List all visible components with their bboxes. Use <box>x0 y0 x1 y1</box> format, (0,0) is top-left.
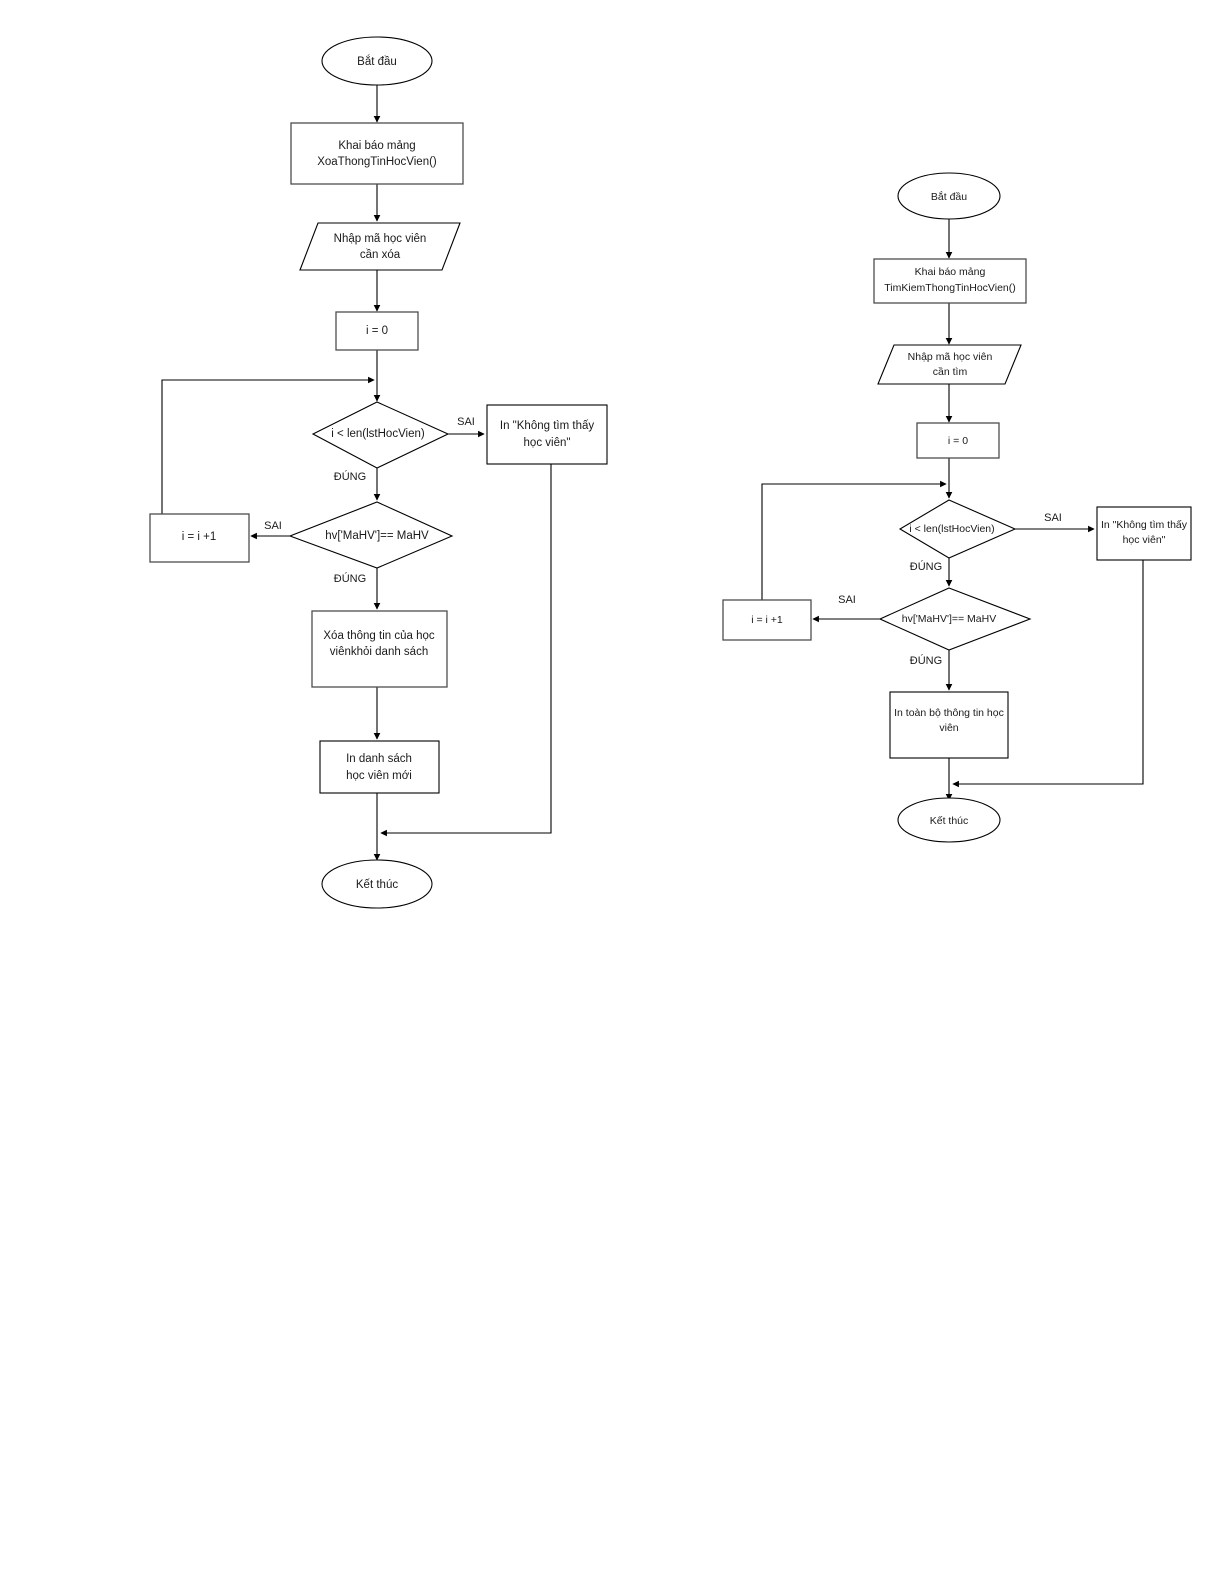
node-print-not-found[interactable]: In "Không tìm thấy học viên" <box>486 404 608 465</box>
node-print-not-found-r[interactable]: In "Không tìm thấy học viên" <box>1096 506 1192 561</box>
edge-notfound-to-merge-r <box>952 560 1144 788</box>
delete-label-line1: Xóa thông tin của học <box>323 630 434 642</box>
edge-label-match-true-r: ĐÚNG <box>910 654 942 667</box>
edge-label-loop-false: SAI <box>457 416 475 428</box>
node-increment-counter-r[interactable]: i = i +1 <box>722 599 812 641</box>
start-ellipse-shape-r <box>897 172 1001 220</box>
loop-condition-label: i < len(lstHocVien) <box>331 428 425 440</box>
node-init-counter-r[interactable]: i = 0 <box>916 422 1000 459</box>
declare-label-line1: Khai báo mảng <box>338 140 415 152</box>
node-start[interactable]: Bắt đầu <box>321 36 433 86</box>
node-loop-condition-r[interactable]: i < len(lstHocVien) <box>898 499 1017 559</box>
init-rect-shape <box>335 311 419 351</box>
start-label: Bắt đầu <box>357 55 397 68</box>
node-print-student-info-r[interactable]: In toàn bộ thông tin học viên <box>889 691 1009 759</box>
edge-label-loop-true: ĐÚNG <box>334 470 366 483</box>
declare-label-line1-r: Khai báo mảng <box>915 266 986 278</box>
input-label-line2-r: cần tìm <box>933 366 968 378</box>
loop-condition-diamond-shape-r <box>898 499 1017 559</box>
delete-rect-shape <box>311 610 448 688</box>
loop-condition-label-r: i < len(lstHocVien) <box>909 523 994 535</box>
edge-increment-to-loop-junction-r <box>761 480 947 604</box>
input-label-line1: Nhập mã học viên <box>334 233 427 245</box>
increment-rect-shape <box>149 513 250 563</box>
node-increment-counter[interactable]: i = i +1 <box>149 513 250 563</box>
increment-label: i = i +1 <box>182 531 217 543</box>
not-found-label-line2: học viên" <box>524 437 571 449</box>
input-label-line1-r: Nhập mã học viên <box>908 351 993 363</box>
init-label: i = 0 <box>366 325 388 337</box>
match-condition-diamond-shape <box>288 501 454 569</box>
print-list-label-line1: In danh sách <box>346 753 412 765</box>
not-found-label-line1-r: In "Không tìm thấy <box>1101 519 1188 531</box>
match-condition-diamond-shape-r <box>878 587 1032 651</box>
edge-label-loop-false-r: SAI <box>1044 512 1062 524</box>
print-info-label-line2-r: viên <box>939 722 958 734</box>
input-parallelogram-shape-r <box>877 344 1022 385</box>
match-condition-label-r: hv['MaHV']== MaHV <box>902 613 996 625</box>
node-init-counter[interactable]: i = 0 <box>335 311 419 351</box>
increment-label-r: i = i +1 <box>751 614 783 626</box>
init-rect-shape-r <box>916 422 1000 459</box>
edge-increment-to-loop-junction <box>161 376 375 514</box>
not-found-rect-shape-r <box>1096 506 1192 561</box>
start-ellipse-shape <box>321 36 433 86</box>
node-start-r[interactable]: Bắt đầu <box>897 172 1001 220</box>
edge-label-match-true: ĐÚNG <box>334 572 366 585</box>
not-found-rect-shape <box>486 404 608 465</box>
edge-notfound-to-merge <box>380 464 552 837</box>
declare-rect-shape <box>290 122 464 185</box>
edge-label-match-false: SAI <box>264 520 282 532</box>
declare-label-line2: XoaThongTinHocVien() <box>317 156 437 168</box>
node-loop-condition[interactable]: i < len(lstHocVien) <box>311 401 450 469</box>
end-label: Kết thúc <box>356 879 398 891</box>
init-label-r: i = 0 <box>948 435 968 447</box>
node-input-student-code-r[interactable]: Nhập mã học viên cần tìm <box>877 344 1022 385</box>
node-declare-array[interactable]: Khai báo mảng XoaThongTinHocVien() <box>290 122 464 185</box>
input-parallelogram-shape <box>299 222 461 271</box>
print-info-rect-shape-r <box>889 691 1009 759</box>
start-label-r: Bắt đầu <box>931 190 967 203</box>
print-list-label-line2: học viên mới <box>346 770 412 782</box>
not-found-label-line2-r: học viên" <box>1123 534 1166 546</box>
not-found-label-line1: In "Không tìm thấy <box>500 420 594 432</box>
node-match-condition[interactable]: hv['MaHV']== MaHV <box>288 501 454 569</box>
node-end[interactable]: Kết thúc <box>321 859 433 909</box>
loop-condition-diamond-shape <box>311 401 450 469</box>
print-list-rect-shape <box>319 740 440 794</box>
node-match-condition-r[interactable]: hv['MaHV']== MaHV <box>878 587 1032 651</box>
input-label-line2: cần xóa <box>360 249 401 261</box>
node-end-r[interactable]: Kết thúc <box>897 797 1001 843</box>
declare-label-line2-r: TimKiemThongTinHocVien() <box>884 282 1016 294</box>
search-student-flowchart: Bắt đầu Khai báo mảng TimKiemThongTinHoc… <box>722 172 1192 843</box>
edge-label-loop-true-r: ĐÚNG <box>910 560 942 573</box>
node-print-new-list[interactable]: In danh sách học viên mới <box>319 740 440 794</box>
end-ellipse-shape <box>321 859 433 909</box>
node-delete-student[interactable]: Xóa thông tin của học viênkhỏi danh sách <box>311 610 448 688</box>
end-label-r: Kết thúc <box>930 815 969 827</box>
delete-student-flowchart: Bắt đầu Khai báo mảng XoaThongTinHocVien… <box>149 36 608 909</box>
increment-rect-shape-r <box>722 599 812 641</box>
end-ellipse-shape-r <box>897 797 1001 843</box>
print-info-label-line1-r: In toàn bộ thông tin học <box>894 707 1004 719</box>
edge-label-match-false-r: SAI <box>838 594 856 606</box>
node-input-student-code[interactable]: Nhập mã học viên cần xóa <box>299 222 461 271</box>
node-declare-array-r[interactable]: Khai báo mảng TimKiemThongTinHocVien() <box>873 258 1027 304</box>
match-condition-label: hv['MaHV']== MaHV <box>325 530 429 542</box>
declare-rect-shape-r <box>873 258 1027 304</box>
delete-label-line2: viênkhỏi danh sách <box>330 646 428 658</box>
